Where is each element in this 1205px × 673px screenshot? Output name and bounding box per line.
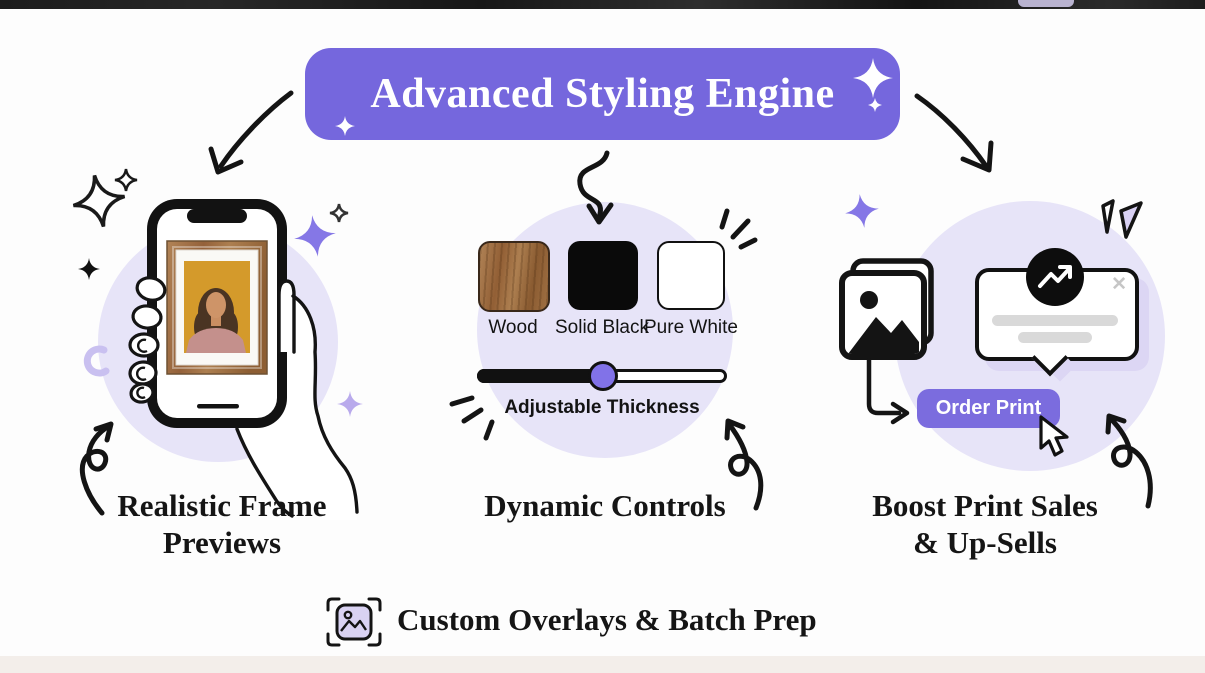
- thickness-slider-fill: [477, 369, 603, 383]
- frame-style-swatch-wood[interactable]: [478, 241, 550, 312]
- frame-style-swatch-black[interactable]: [568, 241, 638, 310]
- emphasis-dashes-left: [449, 395, 495, 441]
- caption-text: Custom Overlays & Batch Prep: [397, 602, 817, 637]
- lavender-star-icon: [337, 391, 363, 417]
- lavender-crescent-icon: [83, 345, 110, 377]
- swatch-label-white: Pure White: [644, 317, 738, 338]
- black-star-icon: [78, 258, 100, 280]
- arrow-loop-left: [79, 421, 114, 516]
- skeleton-text-bar: [992, 315, 1118, 326]
- order-print-label: Order Print: [935, 397, 1042, 419]
- upsell-dialog: ✕: [975, 268, 1139, 382]
- thickness-slider-thumb[interactable]: [588, 361, 618, 391]
- overlay-crop-icon: [326, 597, 382, 647]
- top-edge-strip: [0, 0, 1205, 9]
- banner-title: Advanced Styling Engine: [370, 71, 835, 117]
- hand-outline: [235, 279, 359, 518]
- swatch-label-black: Solid Black: [555, 317, 649, 338]
- title-line: Realistic Frame: [117, 488, 327, 523]
- title-line: Previews: [162, 525, 282, 560]
- title-line: Boost Print Sales: [872, 488, 1098, 523]
- phone-in-hand-illustration: [128, 199, 359, 520]
- trending-up-icon: [1038, 265, 1072, 288]
- banner: Advanced Styling Engine: [305, 48, 900, 140]
- photo-stack-icon: [839, 258, 934, 360]
- order-print-button[interactable]: Order Print: [917, 389, 1060, 428]
- fingertips: [128, 276, 167, 404]
- arrow-banner-to-left: [208, 90, 294, 175]
- arrow-banner-to-middle: [577, 150, 614, 225]
- emphasis-dashes-right: [719, 208, 758, 250]
- bottom-edge-strip: [0, 656, 1205, 673]
- feature-title-frame-previews: Realistic Frame Previews: [72, 487, 372, 561]
- caption-row: Custom Overlays & Batch Prep: [325, 594, 817, 646]
- banner-sparkle-right-icon: [853, 58, 893, 112]
- title-line: & Up-Sells: [913, 525, 1057, 560]
- skeleton-text-bar: [1018, 332, 1092, 343]
- small-outline-star2-icon: [329, 203, 349, 223]
- speed-triangles-icon: [1101, 199, 1143, 239]
- arrow-stack-to-button: [866, 357, 910, 425]
- portrait-photo: [184, 261, 250, 353]
- slider-label: Adjustable Thickness: [504, 397, 700, 418]
- banner-sparkle-left-icon: [335, 116, 355, 136]
- top-edge-notch: [1018, 0, 1074, 7]
- small-outline-star-icon: [114, 168, 138, 192]
- phone-notch: [187, 209, 247, 223]
- cursor-icon: [1039, 415, 1069, 457]
- close-icon[interactable]: ✕: [1111, 274, 1127, 295]
- feature-title-dynamic-controls: Dynamic Controls: [455, 487, 755, 524]
- outline-star-icon: [72, 174, 126, 228]
- sparkle-cluster-left: [72, 168, 363, 417]
- swatch-label-wood: Wood: [488, 317, 538, 338]
- title-line: Dynamic Controls: [484, 488, 726, 523]
- hand-fill: [237, 296, 357, 520]
- feature-title-boost-sales: Boost Print Sales & Up-Sells: [835, 487, 1135, 561]
- frame-style-swatch-white[interactable]: [657, 241, 725, 310]
- purple-star-right-icon: [845, 194, 879, 228]
- arrow-loop-middle: [724, 418, 764, 511]
- frame-preview[interactable]: [166, 240, 268, 375]
- arrow-banner-to-right: [914, 93, 994, 173]
- purple-star-icon: [294, 215, 336, 257]
- arrow-loop-right: [1105, 413, 1153, 509]
- phone-home-indicator: [197, 404, 239, 409]
- trending-up-badge: [1026, 248, 1084, 306]
